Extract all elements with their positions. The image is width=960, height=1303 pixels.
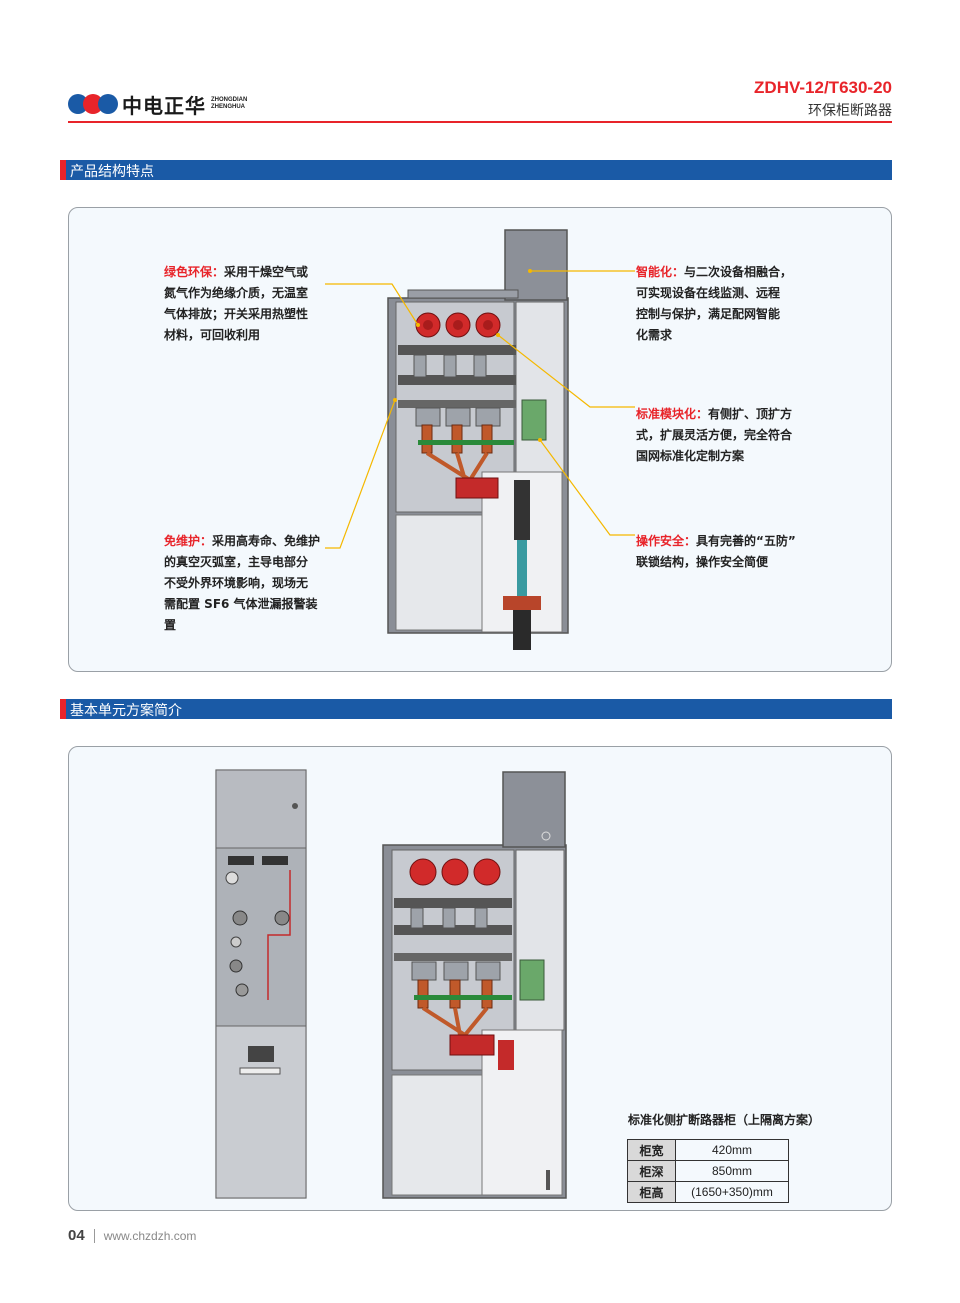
model-number: ZDHV-12/T630-20 (754, 78, 892, 97)
brand-en-line1: ZHONGDIAN (211, 97, 248, 103)
spec-row: 柜高 (1650+350)mm (627, 1181, 789, 1203)
callout-maint-line5: 置 (164, 618, 177, 632)
spec-label-height: 柜高 (627, 1181, 676, 1203)
callout-smart-line2: 可实现设备在线监测、远程 (636, 286, 781, 300)
callout-safety-line1: 具有完善的“五防” (696, 534, 796, 548)
callout-safety-title: 操作安全： (636, 534, 697, 548)
section-bar-accent-2 (60, 699, 66, 719)
spec-row: 柜宽 420mm (627, 1139, 789, 1161)
spec-title: 标准化侧扩断路器柜（上隔离方案） (628, 1113, 821, 1127)
callout-maint-line3: 不受外界环境影响，现场无 (164, 576, 309, 590)
section-bar-units: 基本单元方案简介 (60, 699, 892, 719)
callout-smart: 智能化：与二次设备相融合， 可实现设备在线监测、远程 控制与保护，满足配网智能 … (636, 262, 816, 346)
footer: 04 www.chzdzh.com (68, 1227, 196, 1244)
callout-modular-line3: 国网标准化定制方案 (636, 449, 745, 463)
brand-logo: 中电正华 ZHONGDIAN ZHENGHUA (68, 90, 247, 118)
callout-smart-line3: 控制与保护，满足配网智能 (636, 307, 781, 321)
callout-safety: 操作安全：具有完善的“五防” 联锁结构，操作安全简便 (636, 531, 816, 573)
website-link[interactable]: www.chzdzh.com (103, 1228, 197, 1243)
callout-maint-line2: 的真空灭弧室，主导电部分 (164, 555, 309, 569)
spec-label-width: 柜宽 (627, 1139, 676, 1161)
callout-modular-title: 标准模块化： (636, 407, 709, 421)
spec-value-depth: 850mm (675, 1160, 789, 1182)
callout-safety-line2: 联锁结构，操作安全简便 (636, 555, 769, 569)
header-divider (68, 121, 892, 123)
spec-row: 柜深 850mm (627, 1160, 789, 1182)
callout-green-line2: 氮气作为绝缘介质，无温室 (164, 286, 309, 300)
brand-name: 中电正华 (122, 93, 206, 118)
footer-separator (93, 1228, 95, 1243)
callout-smart-title: 智能化： (636, 265, 685, 279)
brand-en-line2: ZHENGHUA (211, 104, 245, 110)
section-title-units: 基本单元方案简介 (70, 703, 182, 719)
spec-label-depth: 柜深 (627, 1160, 676, 1182)
callout-green: 绿色环保：采用干燥空气或 氮气作为绝缘介质，无温室 气体排放；开关采用热塑性 材… (164, 262, 334, 346)
callout-green-title: 绿色环保： (164, 265, 225, 279)
brand-en: ZHONGDIAN ZHENGHUA (211, 97, 247, 111)
section-title-structure: 产品结构特点 (70, 164, 154, 180)
page-number: 04 (68, 1227, 85, 1244)
spec-value-width: 420mm (675, 1139, 789, 1161)
section-bar-accent (60, 160, 66, 180)
callout-modular-line1: 有侧扩、顶扩方 (708, 407, 793, 421)
spec-table: 柜宽 420mm 柜深 850mm 柜高 (1650+350)mm (627, 1139, 789, 1203)
callout-smart-line4: 化需求 (636, 328, 673, 342)
callout-maint-line1: 采用高寿命、免维护 (212, 534, 321, 548)
callout-modular: 标准模块化：有侧扩、顶扩方 式，扩展灵活方便，完全符合 国网标准化定制方案 (636, 404, 816, 467)
callout-maintenance-free: 免维护：采用高寿命、免维护 的真空灭弧室，主导电部分 不受外界环境影响，现场无 … (164, 531, 334, 636)
section-bar-structure: 产品结构特点 (60, 160, 892, 180)
callout-maint-title: 免维护： (164, 534, 213, 548)
callout-green-line3: 气体排放；开关采用热塑性 (164, 307, 309, 321)
spec-value-height: (1650+350)mm (675, 1181, 789, 1203)
callout-smart-line1: 与二次设备相融合， (684, 265, 793, 279)
callout-green-line4: 材料，可回收利用 (164, 328, 261, 342)
logo-dot-blue-2 (98, 94, 118, 114)
callout-modular-line2: 式，扩展灵活方便，完全符合 (636, 428, 793, 442)
product-subtitle: 环保柜断路器 (808, 103, 892, 119)
callout-maint-line4: 需配置 SF6 气体泄漏报警装 (164, 597, 318, 611)
callout-green-line1: 采用干燥空气或 (224, 265, 309, 279)
